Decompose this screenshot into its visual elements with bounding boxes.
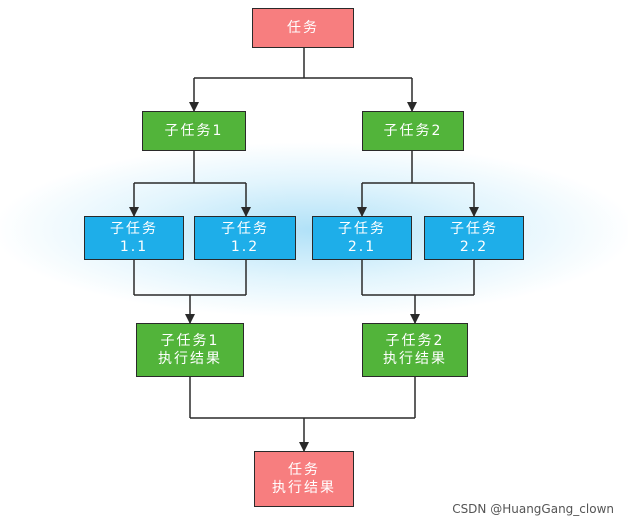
- node-subtask1-1: 子任务 1.1: [84, 216, 184, 260]
- node-subtask2-label: 子任务2: [383, 123, 443, 139]
- node-result1-title: 子任务1: [160, 333, 220, 349]
- node-final-subtitle: 执行结果: [272, 480, 336, 496]
- watermark-text: CSDN @HuangGang_clown: [452, 502, 614, 516]
- node-subtask2-2: 子任务 2.2: [424, 216, 524, 260]
- node-subtask1: 子任务1: [142, 111, 246, 151]
- node-result1: 子任务1 执行结果: [136, 323, 244, 377]
- node-task: 任务: [252, 8, 354, 48]
- node-subtask1-label: 子任务1: [164, 123, 224, 139]
- node-final: 任务 执行结果: [254, 451, 354, 507]
- node-subtask2-2-number: 2.2: [459, 239, 489, 255]
- node-subtask2-1: 子任务 2.1: [312, 216, 412, 260]
- node-subtask1-2-label: 子任务: [221, 221, 269, 237]
- node-subtask2: 子任务2: [362, 111, 464, 151]
- node-task-label: 任务: [287, 20, 319, 36]
- node-subtask1-1-number: 1.1: [119, 239, 149, 255]
- node-subtask2-1-label: 子任务: [338, 221, 386, 237]
- node-result2: 子任务2 执行结果: [362, 323, 468, 377]
- node-subtask1-2-number: 1.2: [230, 239, 260, 255]
- node-subtask1-1-label: 子任务: [110, 221, 158, 237]
- node-subtask2-1-number: 2.1: [347, 239, 377, 255]
- node-subtask2-2-label: 子任务: [450, 221, 498, 237]
- node-result2-subtitle: 执行结果: [383, 351, 447, 367]
- node-subtask1-2: 子任务 1.2: [194, 216, 296, 260]
- node-final-title: 任务: [288, 462, 320, 478]
- node-result2-title: 子任务2: [385, 333, 445, 349]
- node-result1-subtitle: 执行结果: [158, 351, 222, 367]
